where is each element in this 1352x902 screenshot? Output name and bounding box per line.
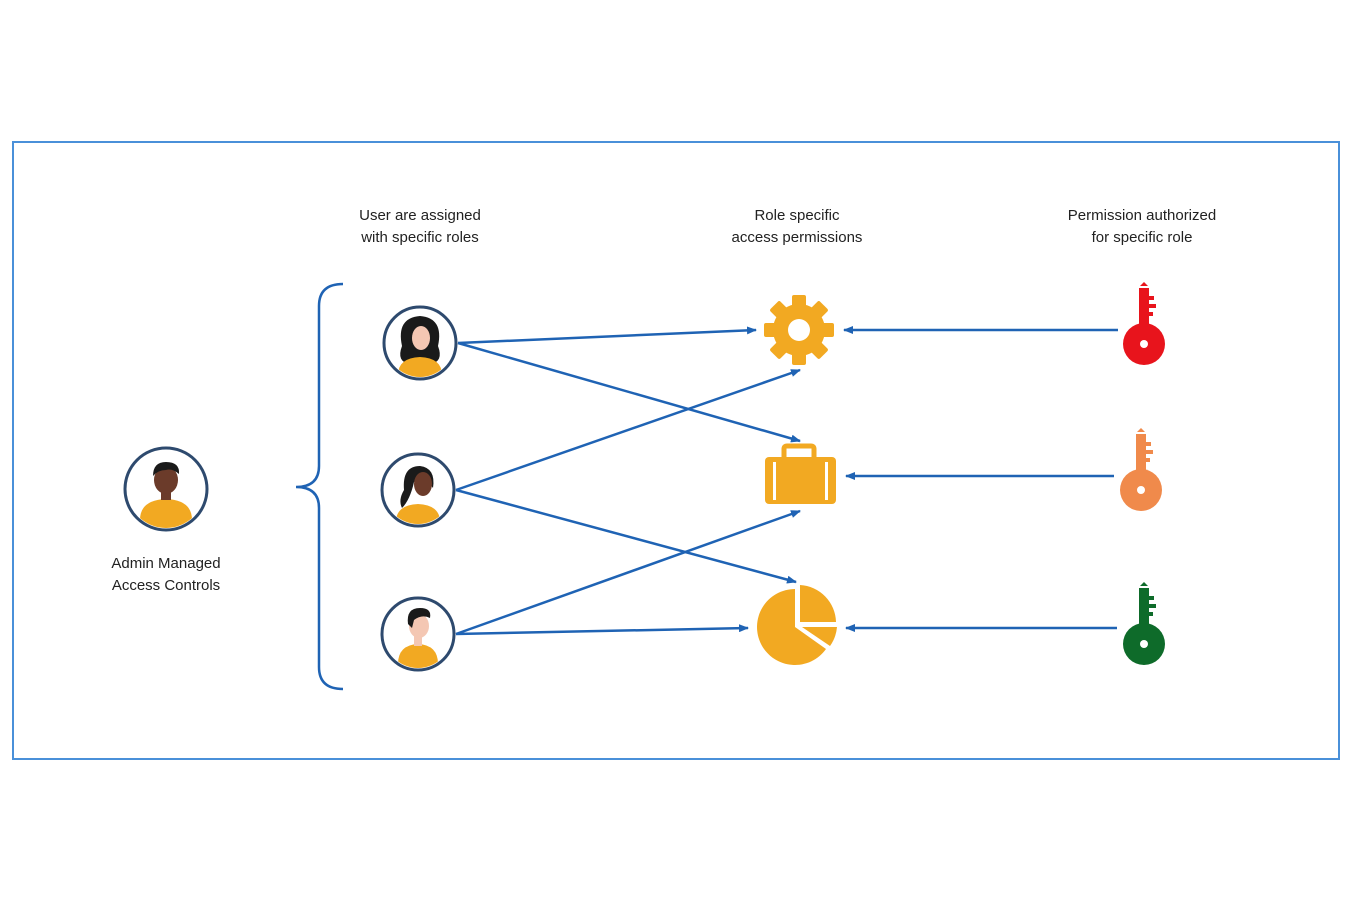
- key-icon-red: [1123, 282, 1165, 365]
- admin-label: Admin Managed Access Controls: [91, 553, 241, 597]
- user-avatar-1: [382, 305, 458, 381]
- column-heading-users-line2: with specific roles: [361, 229, 479, 246]
- user-avatar-2: [380, 452, 456, 528]
- column-heading-roles: Role specific access permissions: [712, 205, 882, 249]
- users-brace: [295, 282, 344, 691]
- column-heading-users-line1: User are assigned: [359, 207, 481, 224]
- column-heading-roles-line1: Role specific: [754, 207, 840, 224]
- diagram-frame: [12, 141, 1340, 760]
- column-heading-permissions: Permission authorized for specific role: [1047, 205, 1237, 249]
- gear-icon: [764, 295, 834, 365]
- arrow-user1-gear: [457, 326, 757, 345]
- column-heading-permissions-line1: Permission authorized: [1067, 207, 1217, 224]
- column-heading-permissions-line2: for specific role: [1091, 229, 1193, 246]
- briefcase-icon: [765, 443, 836, 504]
- user-role-arrows: [455, 326, 1118, 636]
- column-heading-roles-line2: access permissions: [731, 229, 863, 246]
- arrow-user3-piechart: [455, 624, 749, 636]
- column-heading-users: User are assigned with specific roles: [340, 205, 500, 249]
- arrow-user1-briefcase: [457, 341, 801, 443]
- admin-avatar-icon: [123, 446, 209, 532]
- pie-chart-icon: [757, 585, 837, 665]
- admin-label-line1: Admin Managed: [111, 555, 221, 572]
- arrow-user2-piechart: [455, 488, 797, 584]
- arrow-user2-gear: [455, 368, 801, 492]
- key-icon-orange: [1120, 428, 1162, 511]
- user-avatar-3: [380, 596, 456, 672]
- admin-label-line2: Access Controls: [111, 577, 221, 594]
- arrow-user3-briefcase: [455, 509, 801, 636]
- key-icon-green: [1123, 582, 1165, 665]
